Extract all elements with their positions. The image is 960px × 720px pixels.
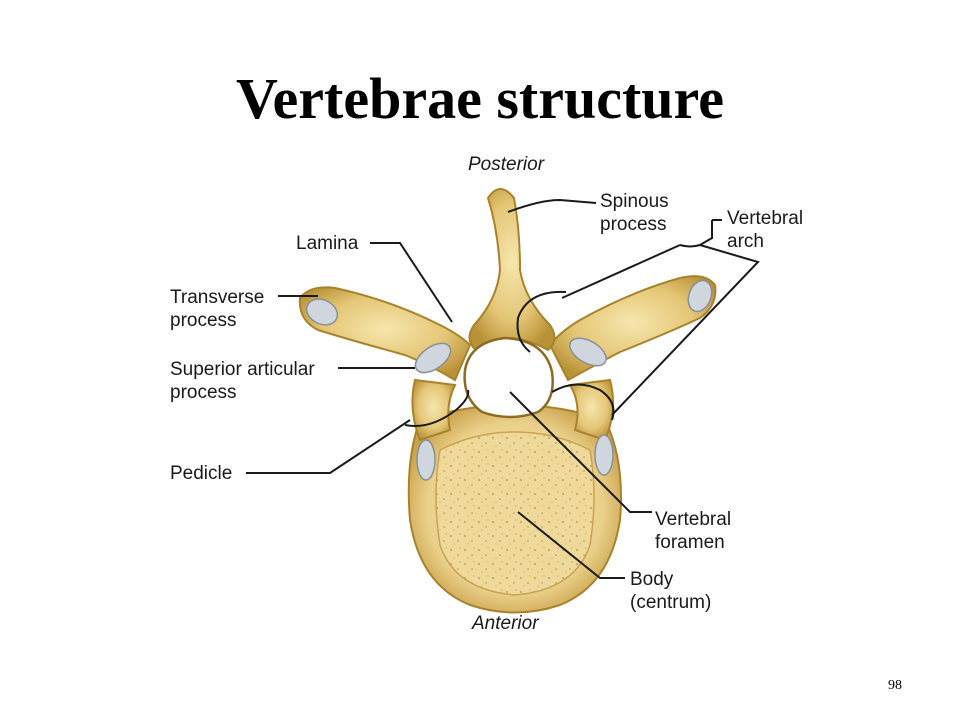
articular-facets	[305, 279, 713, 481]
page-number: 98	[888, 678, 902, 693]
label-superior-articular-process: Superior articular process	[170, 359, 315, 403]
leader-lines	[246, 198, 760, 579]
label-anterior: Anterior	[472, 613, 539, 634]
slide-title: Vertebrae structure	[236, 66, 724, 131]
label-body: Body (centrum)	[630, 569, 712, 613]
label-transverse-process: Transverse process	[170, 287, 265, 331]
label-lamina: Lamina	[296, 233, 359, 254]
vertebral-body	[407, 403, 622, 614]
label-spinous-process: Spinous process	[600, 191, 669, 235]
label-posterior: Posterior	[468, 154, 545, 175]
label-vertebral-foramen: Vertebral foramen	[655, 509, 732, 553]
label-vertebral-arch: Vertebral arch	[727, 208, 804, 252]
label-pedicle: Pedicle	[170, 463, 233, 484]
